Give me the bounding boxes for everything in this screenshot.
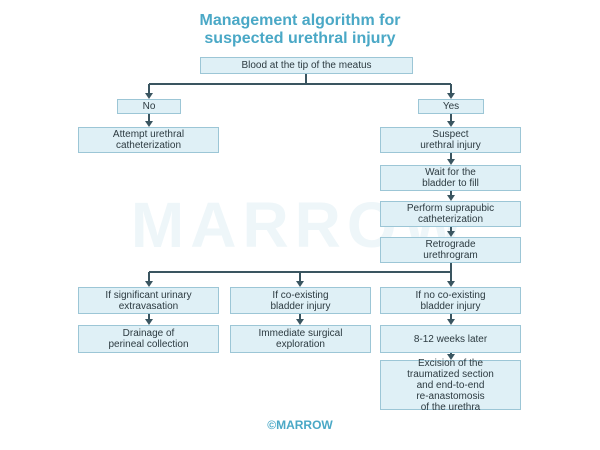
node-no: No	[117, 99, 181, 114]
arrow-weeks-to-excision-arrowhead	[447, 354, 455, 360]
arrow-to-no-arrowhead	[145, 93, 153, 99]
arrow-no-to-catheterization-arrowhead	[145, 121, 153, 127]
node-suspect-urethral-injury: Suspect urethral injury	[380, 127, 521, 153]
arrow-suspect-to-wait-arrowhead	[447, 159, 455, 165]
node-8-12-weeks-later: 8-12 weeks later	[380, 325, 521, 353]
arrow-to-extravasation-arrowhead	[145, 281, 153, 287]
arrow-to-coexisting-arrowhead	[296, 281, 304, 287]
node-no-coexisting-bladder-injury: If no co-existing bladder injury	[380, 287, 521, 314]
arrow-yes-to-suspect-arrowhead	[447, 121, 455, 127]
node-wait-bladder-fill: Wait for the bladder to fill	[380, 165, 521, 191]
footer-copyright: ©MARROW	[267, 418, 333, 432]
arrow-no-coexisting-to-weeks-arrowhead	[447, 319, 455, 325]
diagram-title-line-1: Management algorithm for	[199, 12, 401, 29]
diagram-title-line-2: suspected urethral injury	[204, 30, 396, 47]
arrow-to-yes-arrowhead	[447, 93, 455, 99]
arrow-wait-to-suprapubic-arrowhead	[447, 195, 455, 201]
node-drainage-perineal: Drainage of perineal collection	[78, 325, 219, 353]
node-coexisting-bladder-injury: If co-existing bladder injury	[230, 287, 371, 314]
node-attempt-catheterization: Attempt urethral catheterization	[78, 127, 219, 153]
node-excision-reanastomosis: Excision of the traumatized section and …	[380, 358, 521, 413]
node-retrograde-urethrogram: Retrograde urethrogram	[380, 237, 521, 263]
node-yes: Yes	[418, 99, 484, 114]
node-blood-at-meatus: Blood at the tip of the meatus	[200, 57, 413, 74]
arrow-extravasation-to-drainage-arrowhead	[145, 319, 153, 325]
node-significant-extravasation: If significant urinary extravasation	[78, 287, 219, 314]
node-suprapubic-catheterization: Perform suprapubic catheterization	[380, 201, 521, 227]
arrow-to-no-coexisting-arrowhead	[447, 281, 455, 287]
node-surgical-exploration: Immediate surgical exploration	[230, 325, 371, 353]
arrow-coexisting-to-surgical-arrowhead	[296, 319, 304, 325]
arrow-suprapubic-to-retrograde-arrowhead	[447, 231, 455, 237]
